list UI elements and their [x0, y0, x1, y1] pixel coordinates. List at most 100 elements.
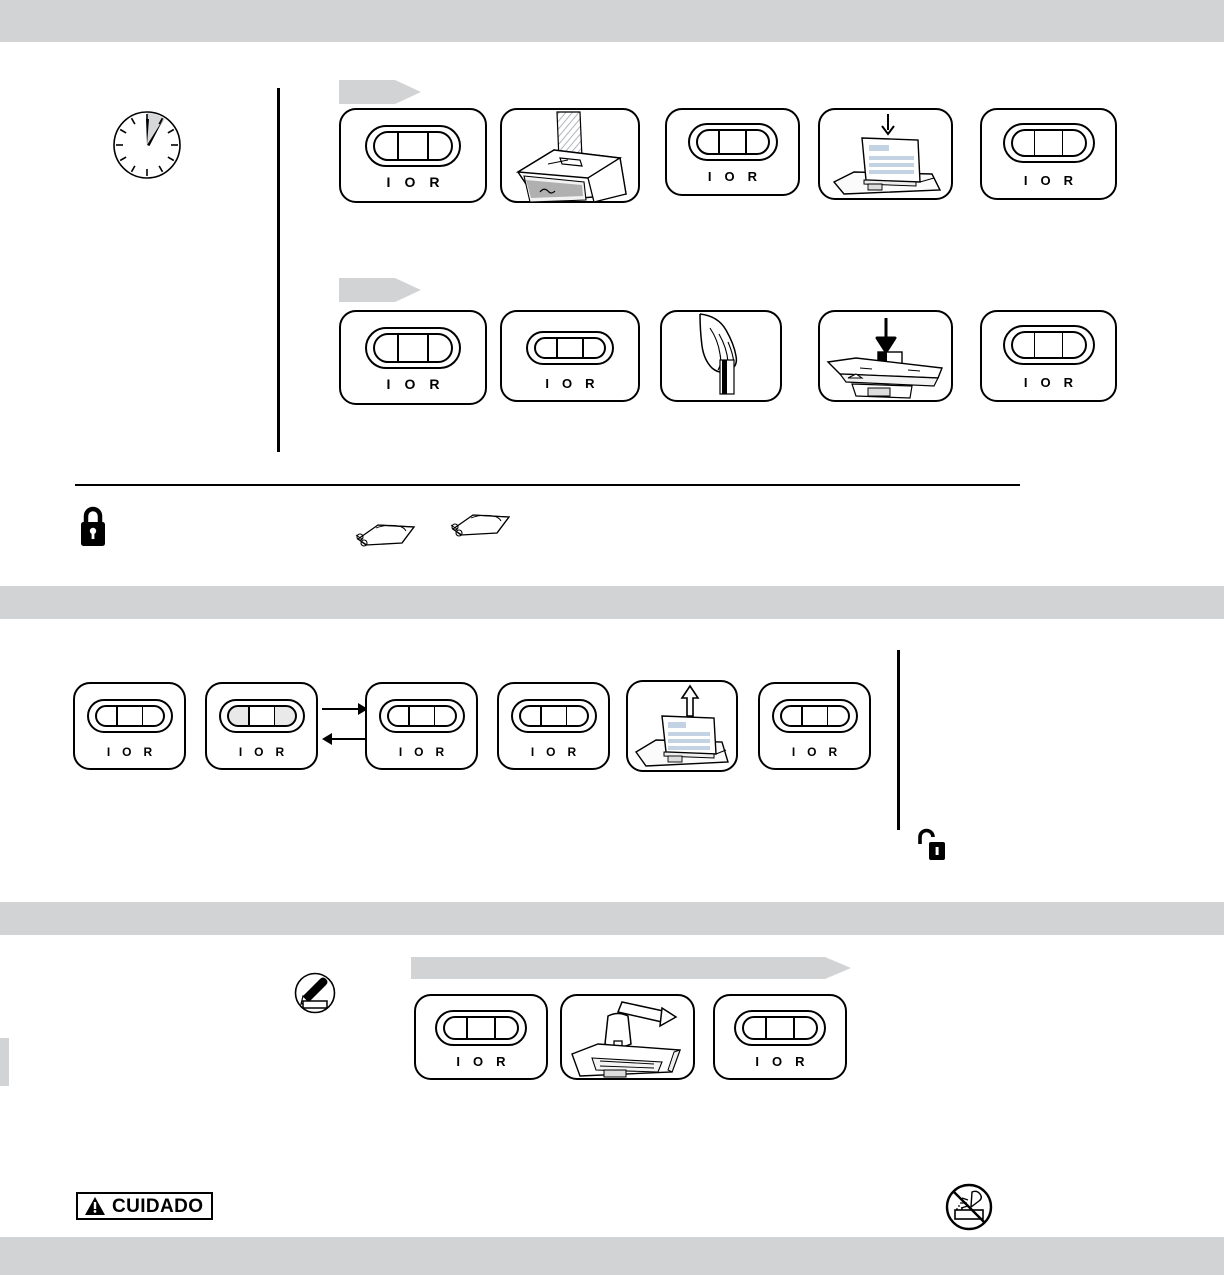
switch-label-r: R	[828, 745, 838, 759]
switch-panel[interactable]: I O R	[758, 682, 871, 770]
switch-panel[interactable]: I O R	[339, 310, 487, 405]
switch-label-o: O	[546, 745, 556, 759]
power-switch-icon	[687, 122, 778, 161]
bottom-band	[0, 1237, 1224, 1275]
clock-icon	[113, 111, 181, 179]
power-switch-icon	[734, 1009, 826, 1046]
credit-card-shredded-icon	[450, 514, 511, 537]
switch-label-o: O	[1040, 375, 1051, 390]
switch-label-o: O	[724, 169, 735, 184]
switch-label-r: R	[585, 376, 595, 391]
feed-panel[interactable]	[500, 108, 640, 203]
arrow-left-icon	[322, 733, 368, 745]
power-switch-icon	[1002, 325, 1095, 366]
switch-label-o: O	[404, 174, 416, 190]
long-step-arrow-banner	[411, 957, 851, 979]
padlock-closed-icon	[81, 506, 105, 546]
power-switch-icon	[510, 699, 597, 734]
switch-label-i: I	[545, 376, 550, 391]
switch-label-o: O	[1040, 173, 1051, 188]
remove-document-up-icon	[634, 684, 729, 767]
switch-labels: I O R	[708, 170, 757, 183]
page-edge-tab	[0, 1038, 9, 1086]
switch-labels: I O R	[792, 746, 837, 758]
caution-label: CUIDADO	[112, 1195, 204, 1217]
switch-labels: I O R	[1024, 174, 1073, 187]
switch-labels: I O R	[545, 377, 594, 390]
insert-card-panel[interactable]	[818, 310, 953, 402]
switch-label-r: R	[795, 1054, 805, 1069]
caution-notice: CUIDADO	[76, 1192, 214, 1220]
switch-label-o: O	[254, 745, 264, 759]
vertical-divider	[897, 650, 900, 830]
remove-panel[interactable]	[626, 680, 738, 772]
switch-labels: I O R	[531, 746, 576, 758]
switch-label-i: I	[1023, 375, 1028, 390]
switch-label-i: I	[530, 745, 535, 759]
switch-panel[interactable]: I O R	[980, 108, 1117, 200]
switch-label-o: O	[772, 1054, 783, 1069]
power-switch-icon	[526, 331, 614, 366]
power-switch-icon	[378, 699, 465, 734]
power-switch-icon	[435, 1009, 527, 1046]
oil-marker-icon	[294, 972, 336, 1014]
switch-panel[interactable]: I O R	[665, 108, 800, 196]
lower-band	[0, 902, 1224, 935]
switch-label-r: R	[143, 745, 153, 759]
switch-label-r: R	[275, 745, 285, 759]
section-divider-rule	[75, 484, 1020, 486]
power-switch-icon	[771, 699, 858, 734]
switch-panel[interactable]: I O R	[713, 994, 847, 1080]
switch-label-o: O	[122, 745, 132, 759]
switch-labels: I O R	[387, 377, 440, 391]
step-arrow-banner	[339, 278, 421, 302]
switch-labels: I O R	[239, 746, 284, 758]
switch-label-o: O	[807, 745, 817, 759]
oil-bottle-apply-icon	[571, 1001, 681, 1078]
switch-panel[interactable]: I O R	[980, 310, 1117, 402]
vertical-divider	[277, 88, 280, 452]
switch-label-i: I	[238, 745, 243, 759]
hand-panel[interactable]	[660, 310, 782, 402]
shredder-feed-paper-icon	[515, 111, 627, 202]
switch-label-o: O	[473, 1054, 484, 1069]
switch-label-r: R	[1063, 173, 1074, 188]
switch-label-i: I	[755, 1054, 760, 1069]
switch-label-i: I	[386, 174, 391, 190]
power-switch-icon	[365, 124, 461, 167]
step-arrow-banner	[339, 80, 421, 104]
switch-labels: I O R	[456, 1055, 505, 1068]
top-band	[0, 0, 1224, 42]
insert-card-down-icon	[826, 318, 943, 399]
switch-label-r: R	[567, 745, 577, 759]
insert-panel[interactable]	[818, 108, 953, 200]
switch-label-o: O	[562, 376, 573, 391]
switch-panel[interactable]: I O R	[414, 994, 548, 1080]
middle-band	[0, 586, 1224, 619]
switch-panel-small[interactable]: I O R	[500, 310, 640, 402]
padlock-open-icon	[918, 828, 945, 860]
switch-label-i: I	[106, 745, 111, 759]
switch-panel[interactable]: I O R	[365, 682, 478, 770]
power-switch-icon	[218, 699, 305, 734]
switch-labels: I O R	[1024, 376, 1073, 389]
power-switch-icon	[365, 326, 461, 369]
switch-panel[interactable]: I O R	[73, 682, 186, 770]
switch-labels: I O R	[399, 746, 444, 758]
switch-label-r: R	[747, 169, 758, 184]
switch-panel[interactable]: I O R	[205, 682, 318, 770]
switch-label-r: R	[429, 376, 440, 392]
switch-label-i: I	[456, 1054, 461, 1069]
switch-label-i: I	[791, 745, 796, 759]
arrow-right-icon	[322, 703, 368, 715]
no-aerosol-spray-icon	[945, 1183, 993, 1231]
switch-labels: I O R	[107, 746, 152, 758]
switch-label-i: I	[398, 745, 403, 759]
switch-panel[interactable]: I O R	[339, 108, 487, 203]
switch-panel[interactable]: I O R	[497, 682, 610, 770]
oil-panel[interactable]	[560, 994, 695, 1080]
credit-card-shredded-icon	[355, 524, 416, 547]
switch-label-r: R	[429, 174, 440, 190]
warning-triangle-icon	[85, 1197, 105, 1215]
